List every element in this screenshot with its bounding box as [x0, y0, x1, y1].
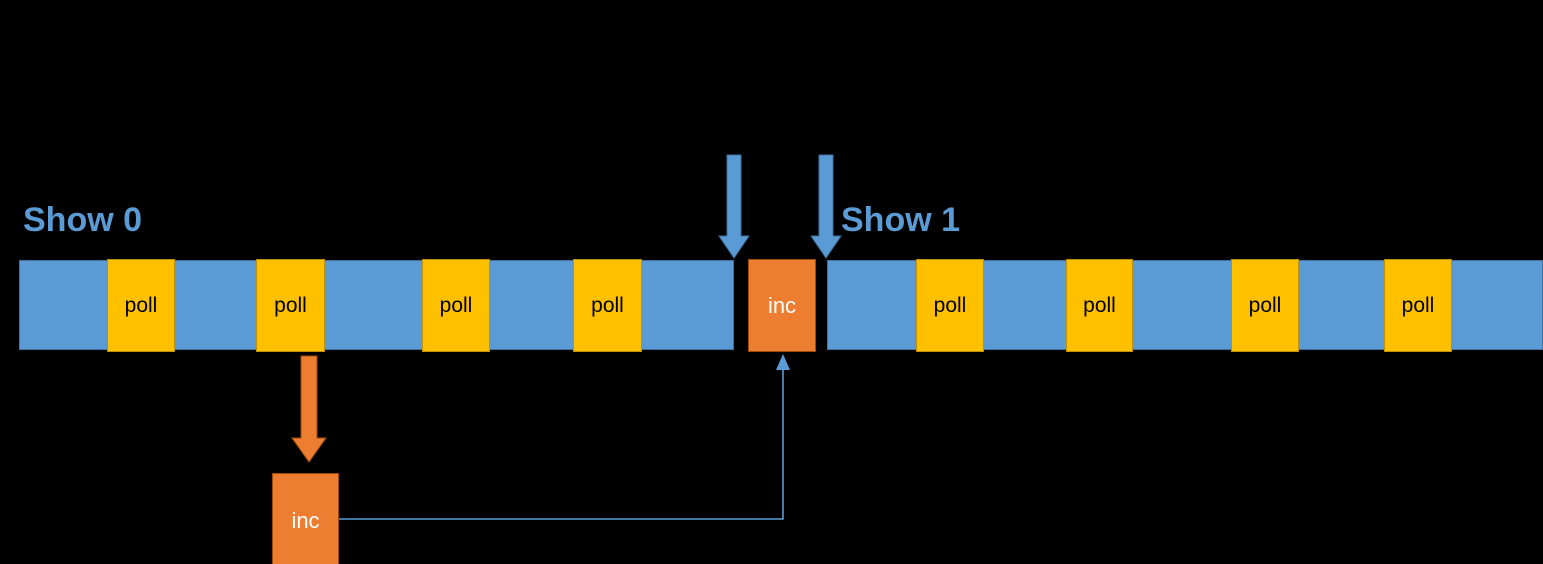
poll-block[interactable]: poll: [1231, 259, 1299, 352]
poll-block[interactable]: poll: [916, 259, 984, 352]
inc-block-timeline[interactable]: inc: [748, 259, 816, 352]
poll-block[interactable]: poll: [107, 259, 175, 352]
frame-arrow-1-icon: [718, 154, 750, 259]
label-show-1: Show 1: [841, 201, 961, 239]
poll-block[interactable]: poll: [573, 259, 642, 352]
inc-block-deferred[interactable]: inc: [272, 473, 339, 564]
poll-block[interactable]: poll: [1066, 259, 1133, 352]
poll-block[interactable]: poll: [422, 259, 490, 352]
poll-block[interactable]: poll: [256, 259, 325, 352]
label-show-0: Show 0: [23, 201, 143, 239]
poll-block[interactable]: poll: [1384, 259, 1452, 352]
inc-deferred-to-timeline-connector-icon: [339, 354, 790, 520]
defer-arrow-icon: [291, 355, 327, 463]
frame-arrow-2-icon: [810, 154, 842, 259]
